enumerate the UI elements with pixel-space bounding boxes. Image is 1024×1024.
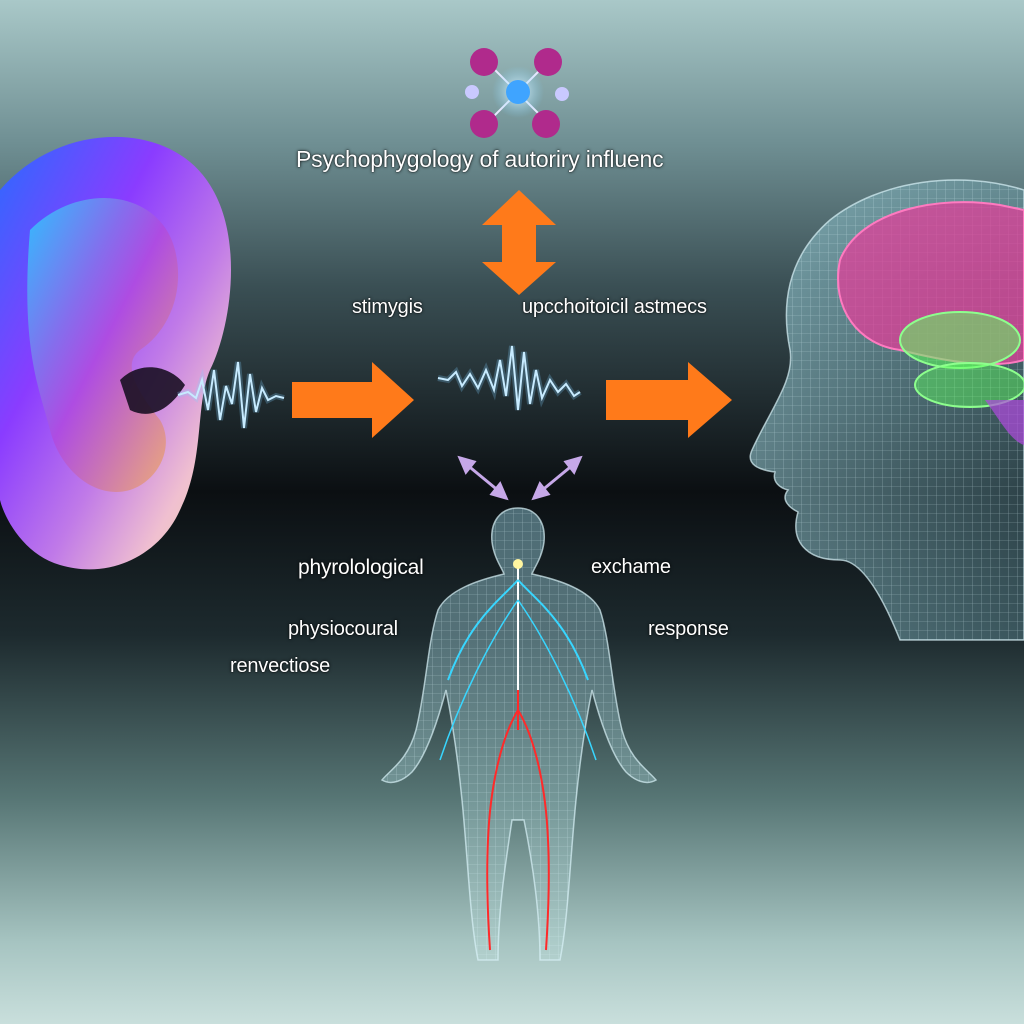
sound-wave-2-icon bbox=[437, 345, 582, 411]
molecule-icon bbox=[465, 48, 569, 138]
label-psych: upcchoitoicil astmecs bbox=[522, 296, 707, 318]
label-renv: renvectiose bbox=[230, 655, 331, 677]
arrow-right-1 bbox=[292, 362, 414, 438]
diagram-title: Psychophygology of autoriry influenc bbox=[296, 146, 664, 172]
label-phyro: phyrolological bbox=[298, 556, 424, 579]
ear-illustration bbox=[0, 136, 231, 570]
label-exchange: exchame bbox=[591, 556, 671, 578]
double-arrow-vertical bbox=[482, 190, 556, 295]
label-physio: physiocoural bbox=[288, 618, 398, 640]
label-stimulus: stimygis bbox=[352, 296, 423, 318]
head-brain-illustration bbox=[749, 179, 1024, 641]
feedback-arrows-icon bbox=[457, 455, 583, 501]
sound-wave-icon bbox=[177, 361, 285, 429]
arrow-right-2 bbox=[606, 362, 732, 438]
human-body-illustration bbox=[380, 507, 658, 961]
label-response: response bbox=[648, 618, 729, 640]
